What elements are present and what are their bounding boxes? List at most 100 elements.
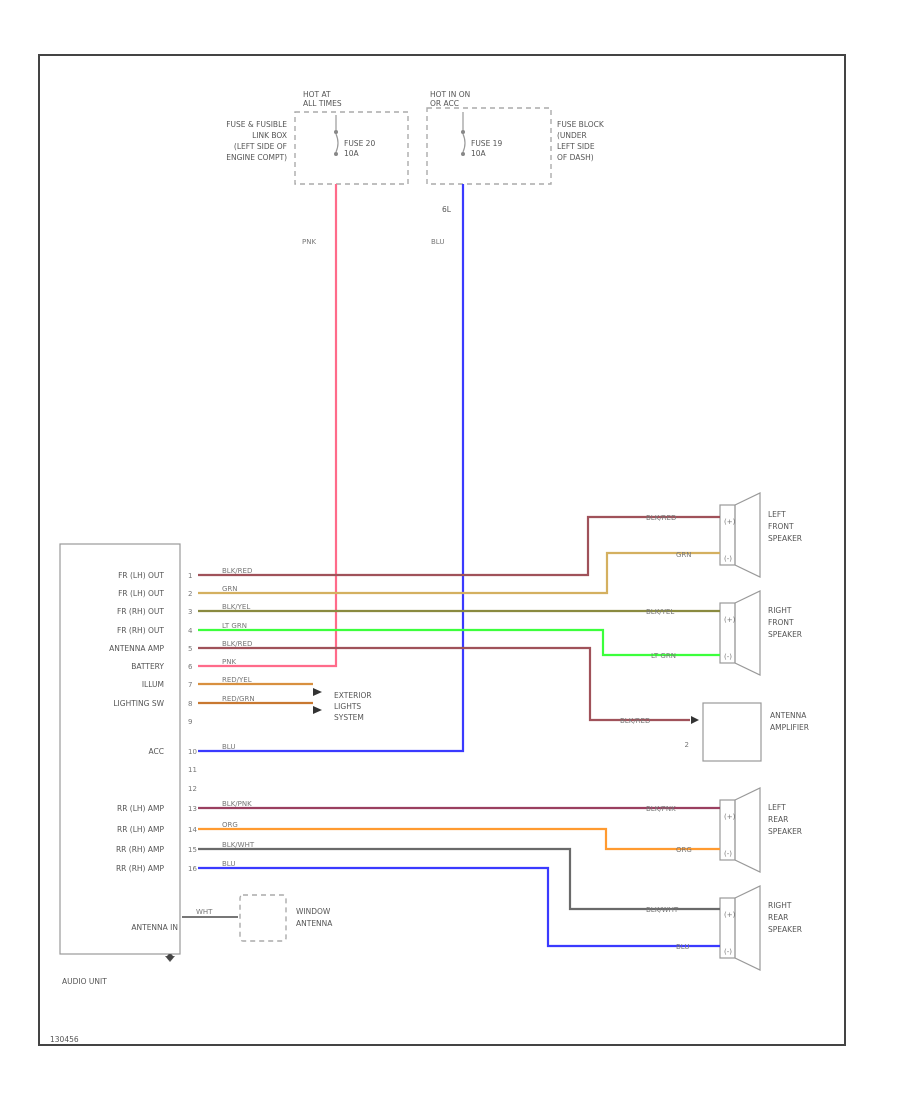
fuse-20-rating: 10A [344, 149, 360, 158]
pin-number: 13 [188, 805, 197, 813]
pin-number: 4 [188, 627, 193, 635]
pin-label: FR (RH) OUT [117, 607, 164, 616]
fuse-19-location-1: FUSE BLOCK [557, 120, 605, 129]
fuse-20-group: HOT AT ALL TIMES FUSE & FUSIBLE LINK BOX… [226, 90, 409, 185]
audio-unit-title: AUDIO UNIT [62, 977, 107, 986]
fuse-19-name: FUSE 19 [471, 139, 502, 148]
antenna-amp-arrow [691, 716, 699, 724]
blu-acc-feed-wire [198, 184, 465, 753]
speaker-name-3: SPEAKER [768, 827, 802, 836]
speaker-cone [734, 590, 761, 676]
fuse-20-symbol [335, 133, 339, 153]
rr-rh-neg-wire [198, 866, 720, 948]
left-rear-speaker: (+) (-) LEFT REAR SPEAKER [719, 787, 802, 873]
fuse-19-location-2: (UNDER [557, 131, 587, 140]
left-front-speaker: (+) (-) LEFT FRONT SPEAKER [719, 492, 802, 578]
antenna-cable-label: WHT [196, 908, 213, 916]
fr-lh-pos-label: BLK/RED [222, 567, 252, 575]
rr-rh-pos-label: BLK/WHT [222, 841, 255, 849]
pin-label: FR (LH) OUT [118, 589, 164, 598]
antenna-amplifier-box [702, 702, 762, 762]
window-antenna-box [239, 894, 287, 942]
speaker-name-3: SPEAKER [768, 925, 802, 934]
antenna-amp-wire [198, 646, 690, 722]
speaker-pos-pin: (+) [724, 911, 736, 919]
fuse-19-location-3: LEFT SIDE [557, 142, 595, 151]
fuse-19-hot-label-2: OR ACC [430, 99, 459, 108]
pnk-feed-label: PNK [302, 238, 316, 246]
fuse-block-outline [426, 107, 552, 185]
fuse-19-terminal: 6L [442, 205, 452, 214]
fuse-20-location-2: LINK BOX [252, 131, 287, 140]
pin-label: FR (LH) OUT [118, 571, 164, 580]
fr-rh-neg-wire [198, 628, 720, 657]
fr-rh-neg-label: LT GRN [222, 622, 247, 630]
pin-number: 1 [188, 572, 192, 580]
fuse-19-symbol-top [461, 130, 465, 134]
speaker-pos-pin: (+) [724, 518, 736, 526]
speaker-neg-pin: (-) [724, 850, 732, 858]
speaker-cone [734, 492, 761, 578]
speaker-neg-pin: (-) [724, 555, 732, 563]
window-antenna-label-2: ANTENNA [296, 919, 333, 928]
fuse-20-symbol-bottom [334, 152, 338, 156]
exterior-lights-label-3: SYSTEM [334, 713, 364, 722]
pin-number: 10 [188, 748, 197, 756]
fr-lh-neg-label: GRN [222, 585, 238, 593]
lf-neg-right-label: GRN [676, 551, 692, 559]
pin-label: RR (RH) AMP [116, 864, 164, 873]
pin-number: 8 [188, 700, 192, 708]
lr-neg-right-label: ORG [676, 846, 692, 854]
lr-pos-right-label: BLK/PNK [646, 805, 676, 813]
fuse-20-hot-label-1: HOT AT [303, 90, 331, 99]
fuse-20-name: FUSE 20 [344, 139, 375, 148]
pin-label: RR (LH) AMP [117, 804, 164, 813]
speaker-neg-pin: (-) [724, 948, 732, 956]
audio-unit-box [59, 543, 181, 955]
pin-number: 2 [188, 590, 192, 598]
pin-number: 15 [188, 846, 197, 854]
rr-lh-neg-wire [198, 827, 720, 851]
speaker-pos-pin: (+) [724, 616, 736, 624]
antenna-amp-name-2: AMPLIFIER [770, 723, 809, 732]
pin-label: RR (LH) AMP [117, 825, 164, 834]
fuse-20-location-3: (LEFT SIDE OF [234, 142, 287, 151]
speaker-name-3: SPEAKER [768, 534, 802, 543]
pin-number: 5 [188, 645, 192, 653]
fuse-20-symbol-top [334, 130, 338, 134]
antenna-amp-left-label: BLK/RED [222, 640, 252, 648]
exterior-lights-arrow-1 [313, 688, 322, 696]
blu-feed-label: BLU [431, 238, 444, 246]
pin-number: 3 [188, 608, 192, 616]
exterior-lights-label-2: LIGHTS [334, 702, 361, 711]
fuse-20-location-1: FUSE & FUSIBLE [226, 120, 287, 129]
pin-number: 11 [188, 766, 197, 774]
window-antenna-label-1: WINDOW [296, 907, 331, 916]
right-rear-speaker: (+) (-) RIGHT REAR SPEAKER [719, 885, 802, 971]
diagram-id: 130456 [50, 1035, 79, 1044]
speaker-name-1: RIGHT [768, 901, 792, 910]
speaker-pos-pin: (+) [724, 813, 736, 821]
fuse-19-rating: 10A [471, 149, 487, 158]
fuse-link-box-outline [294, 111, 409, 185]
rr-lh-pos-label: BLK/PNK [222, 800, 252, 808]
fuse-20-hot-label-2: ALL TIMES [303, 99, 342, 108]
fuse-20-location-4: ENGINE COMPT) [226, 153, 287, 162]
fuse-19-symbol-bottom [461, 152, 465, 156]
antenna-amp-pin: 2 [685, 741, 689, 749]
rf-pos-right-label: BLK/YEL [646, 608, 674, 616]
diagram-frame [38, 54, 846, 1046]
acc-blu-label: BLU [222, 743, 235, 751]
pin-number: 16 [188, 865, 197, 873]
speaker-name-2: FRONT [768, 522, 794, 531]
speaker-name-2: REAR [768, 815, 788, 824]
pin-label: ANTENNA AMP [109, 644, 164, 653]
illum-label: RED/YEL [222, 676, 252, 684]
speaker-name-3: SPEAKER [768, 630, 802, 639]
right-front-speaker: (+) (-) RIGHT FRONT SPEAKER [719, 590, 802, 676]
fuse-19-symbol [462, 133, 466, 153]
pin-label: LIGHTING SW [113, 699, 164, 708]
pin-number: 6 [188, 663, 193, 671]
